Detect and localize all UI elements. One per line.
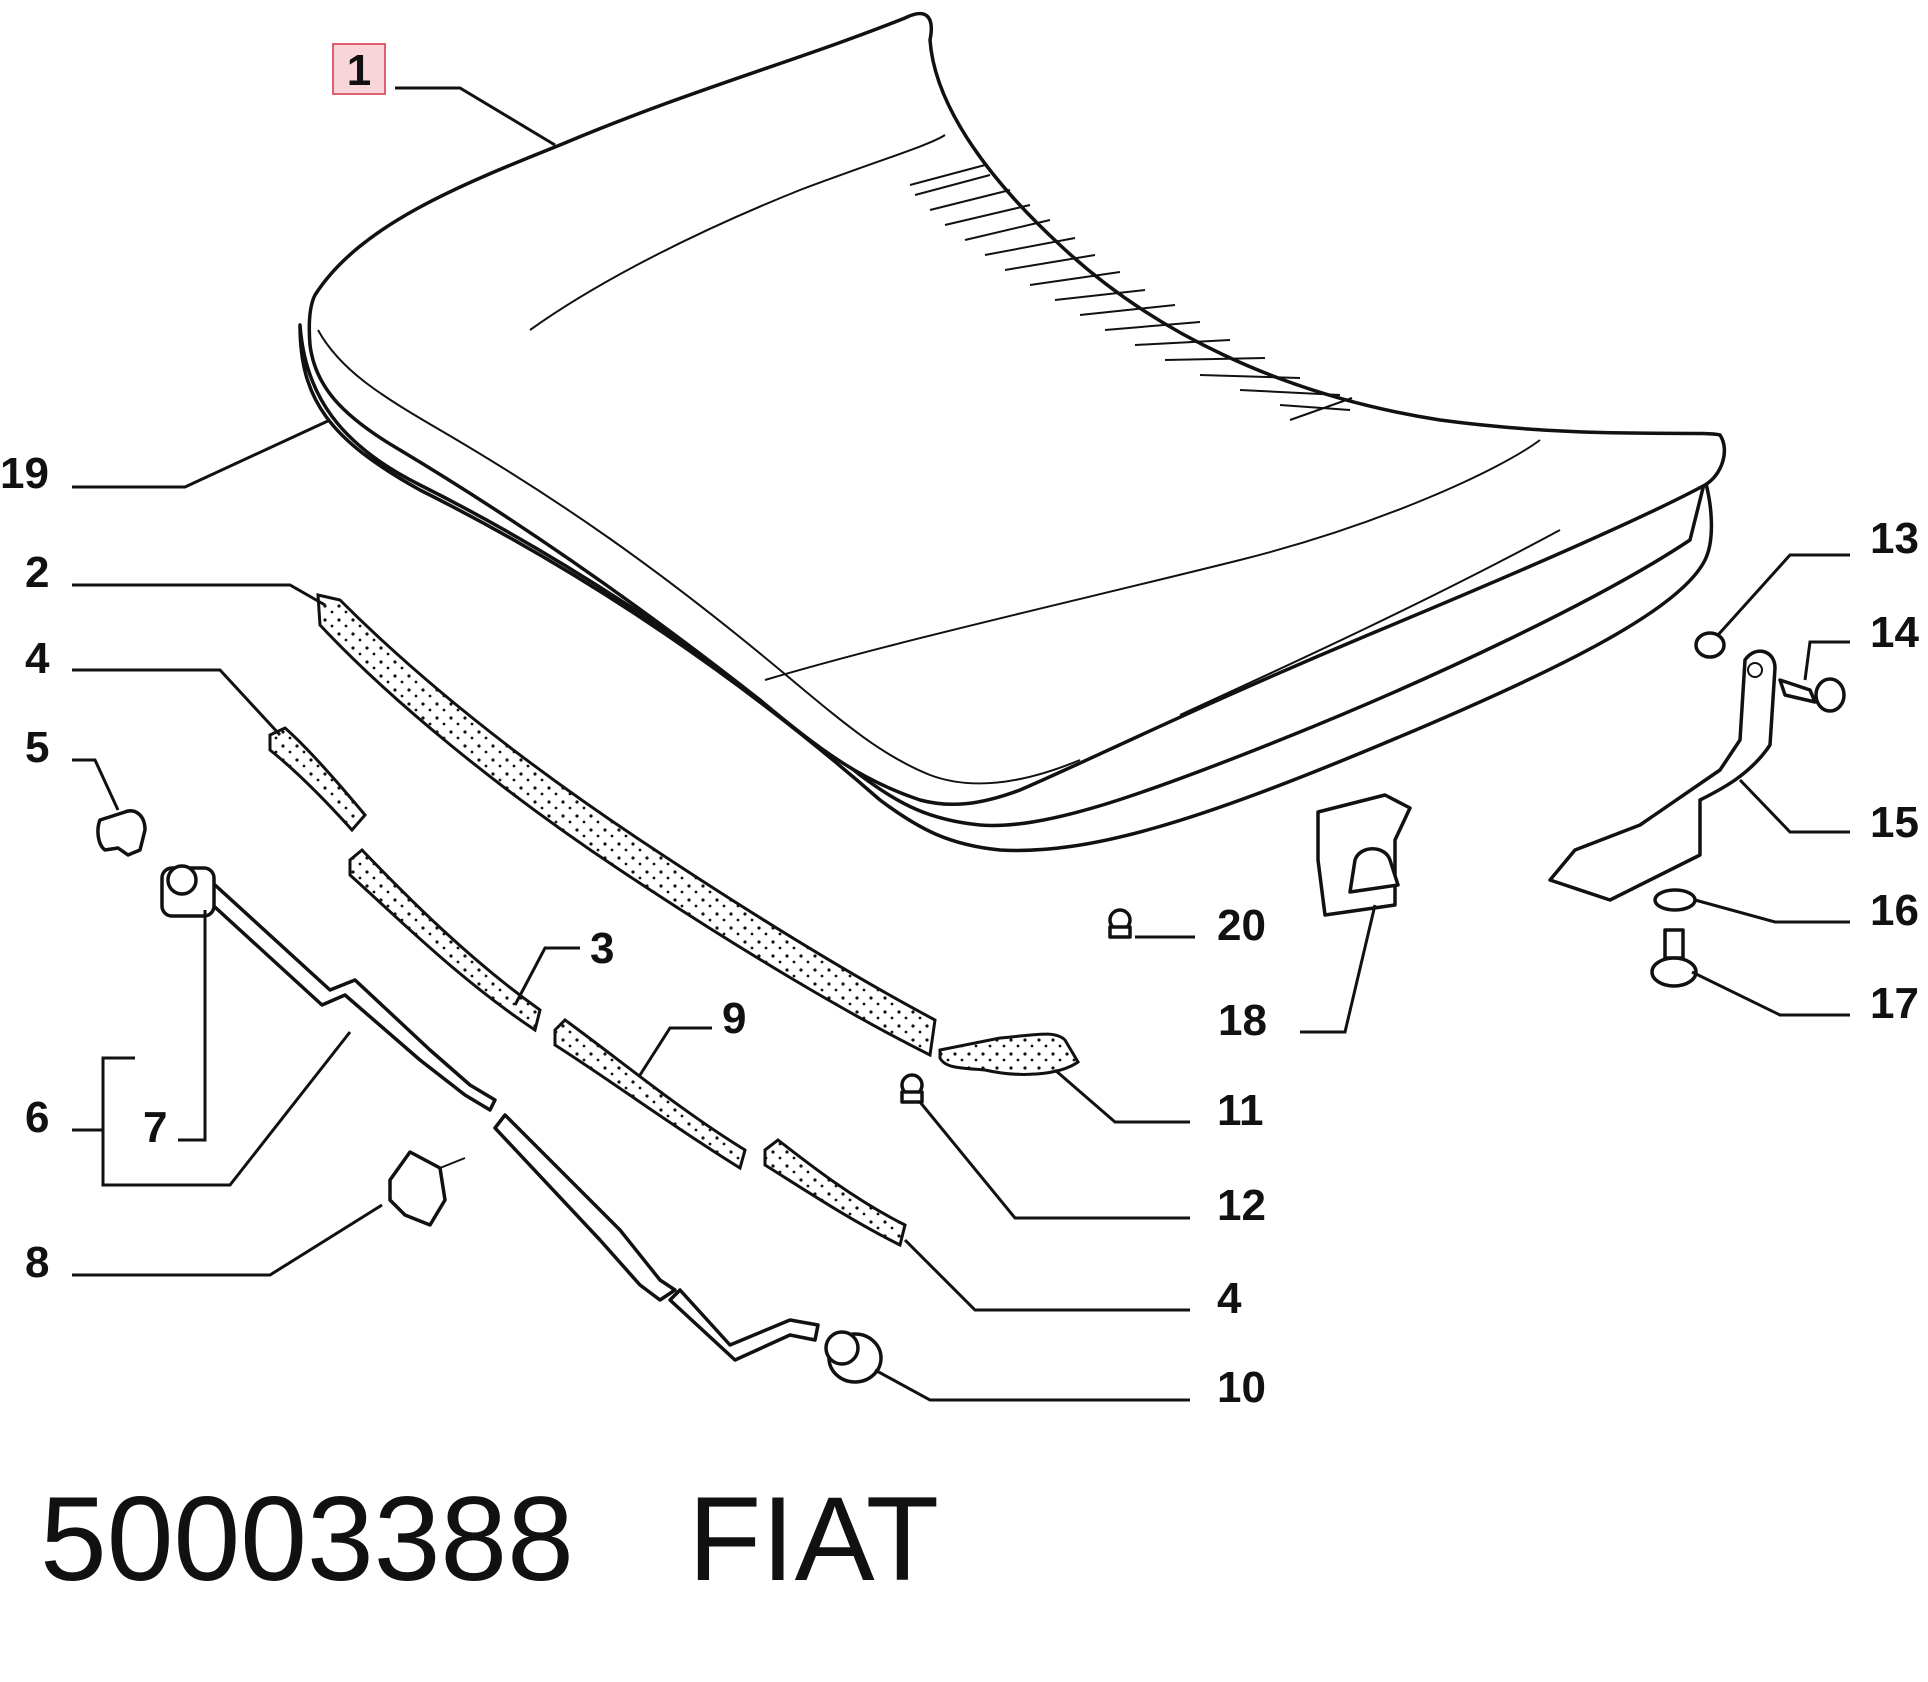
- bolt-17: [1650, 928, 1698, 988]
- seal-strip-4-lower: [763, 1138, 907, 1248]
- seal-corner-11: [938, 1032, 1080, 1076]
- bonnet-crease-front: [1179, 529, 1561, 716]
- callout-3-label: 3: [590, 924, 614, 973]
- bonnet-inner-edge: [317, 329, 1081, 785]
- leader-lines: [72, 86, 1850, 1402]
- callout-4-upper-label: 4: [25, 634, 50, 683]
- part-number: 50003388: [40, 1472, 574, 1606]
- bonnet-panel: [298, 11, 1727, 853]
- seal-strip-3: [348, 847, 542, 1033]
- bonnet-crease-left: [529, 134, 946, 331]
- callout-20-label: 20: [1217, 901, 1266, 950]
- callout-13-label: 13: [1870, 514, 1919, 563]
- callout-7-label: 7: [143, 1103, 167, 1152]
- seal-strip-2: [316, 593, 937, 1058]
- pivot-bush-7: [160, 864, 216, 918]
- bonnet-air-vents: [909, 164, 1353, 421]
- callout-1-highlight: [332, 43, 386, 95]
- lock-bracket-18: [1316, 793, 1412, 917]
- callout-17-label: 17: [1870, 979, 1919, 1028]
- callout-1-label: 1: [347, 46, 371, 95]
- callout-11-label: 11: [1217, 1086, 1264, 1135]
- hinge-15: [1548, 649, 1777, 902]
- callout-4-lower-label: 4: [1217, 1274, 1242, 1323]
- washer-16: [1653, 888, 1697, 912]
- callout-10-label: 10: [1217, 1363, 1266, 1412]
- callout-1: 1: [332, 43, 386, 95]
- screw-12: [900, 1073, 924, 1104]
- clip-5: [96, 809, 147, 857]
- callout-6-label: 6: [25, 1093, 49, 1142]
- callout-18-label: 18: [1218, 996, 1267, 1045]
- callout-5-label: 5: [25, 723, 49, 772]
- bonnet-outline: [307, 11, 1727, 807]
- callout-2-label: 2: [25, 548, 49, 597]
- callout-8-label: 8: [25, 1238, 49, 1287]
- brand-name: FIAT: [688, 1472, 939, 1606]
- seal-strip-9: [553, 1018, 747, 1171]
- callout-15-label: 15: [1870, 798, 1919, 847]
- seal-strip-4-upper: [268, 726, 367, 833]
- bracket-8: [388, 1150, 466, 1227]
- prop-rod-6: [203, 883, 820, 1362]
- bonnet-crease-right: [764, 439, 1541, 681]
- callout-14-label: 14: [1870, 608, 1919, 657]
- callout-9-label: 9: [722, 994, 746, 1043]
- screw-20: [1108, 908, 1132, 939]
- washer-13: [1694, 631, 1726, 659]
- callout-16-label: 16: [1870, 886, 1919, 935]
- callout-12-label: 12: [1217, 1181, 1266, 1230]
- bolt-14: [1778, 677, 1846, 713]
- rubber-buffer-10: [824, 1330, 883, 1384]
- callout-19-label: 19: [0, 449, 49, 498]
